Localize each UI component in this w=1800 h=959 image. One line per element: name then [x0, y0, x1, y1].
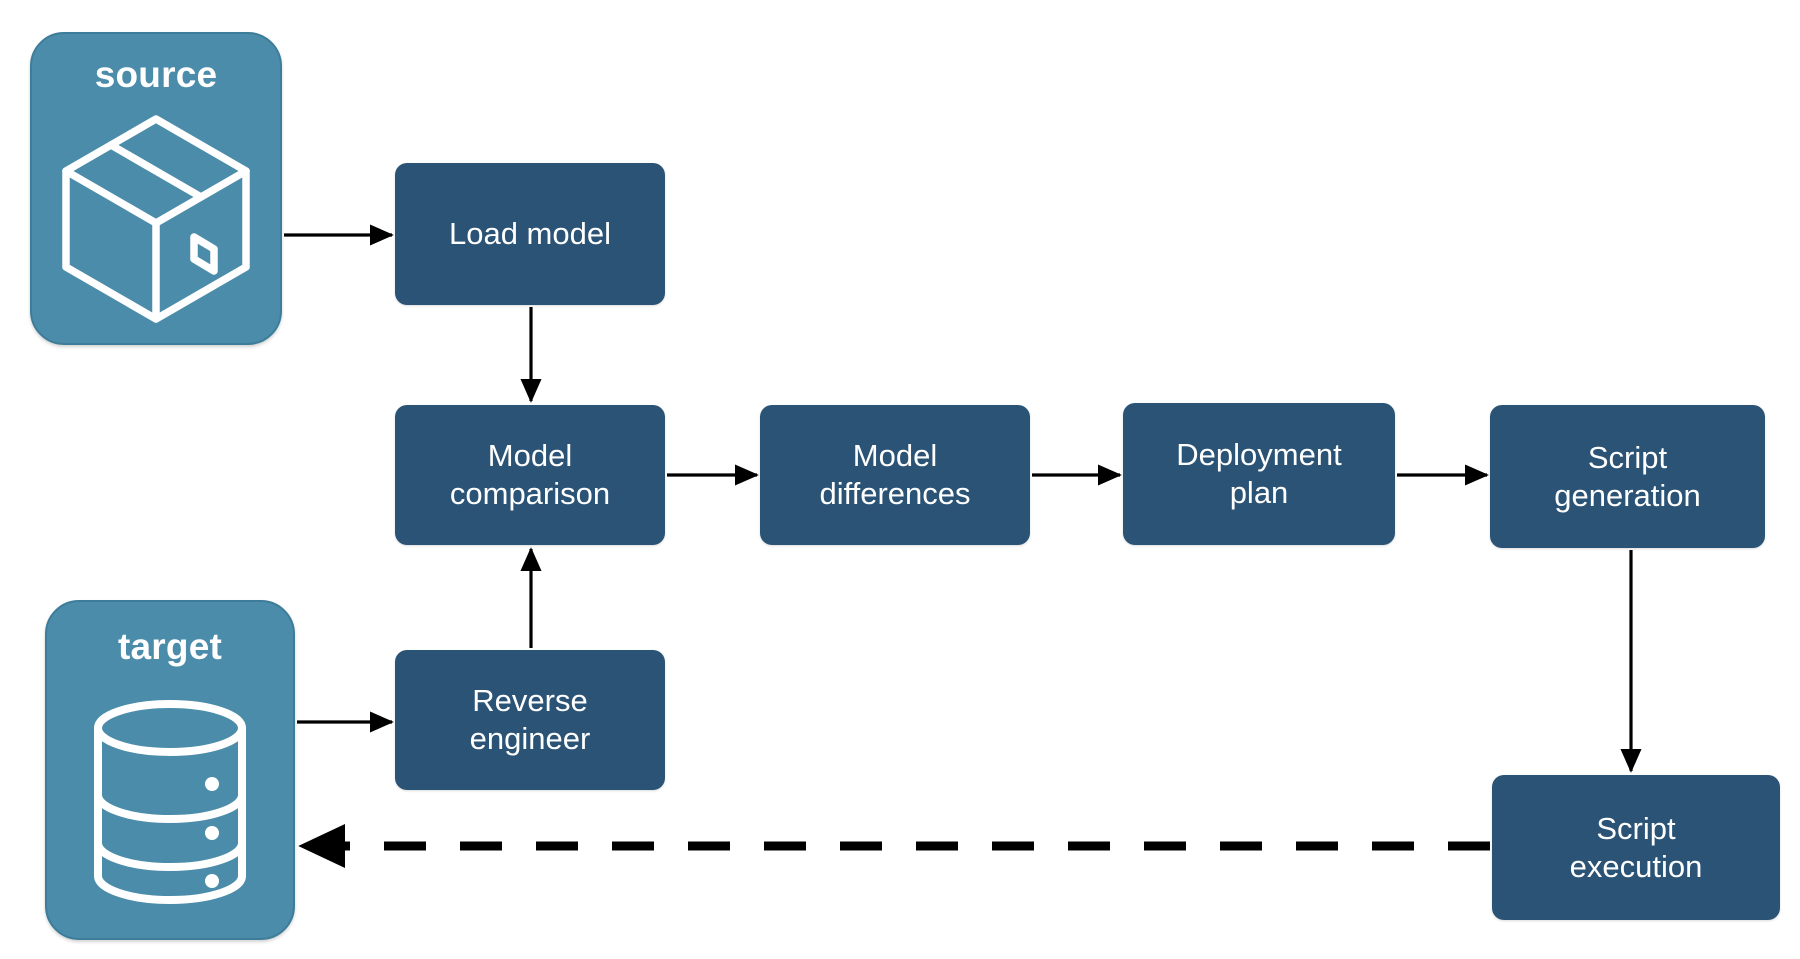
package-box-icon [32, 93, 280, 343]
node-deployment-plan[interactable]: Deployment plan [1123, 403, 1395, 545]
node-reverse-engineer-label: Reverse engineer [469, 683, 591, 756]
node-script-generation[interactable]: Script generation [1490, 405, 1765, 548]
node-load-model[interactable]: Load model [395, 163, 665, 305]
node-model-differences-label: Model differences [819, 438, 971, 511]
endpoint-target[interactable]: target [45, 600, 295, 940]
node-script-execution-label: Script execution [1569, 810, 1703, 884]
endpoint-target-label: target [118, 626, 222, 667]
endpoint-source[interactable]: source [30, 32, 282, 345]
node-load-model-label: Load model [448, 216, 611, 252]
node-model-comparison-label: Model comparison [449, 438, 611, 511]
node-script-execution[interactable]: Script execution [1492, 775, 1780, 920]
node-model-comparison[interactable]: Model comparison [395, 405, 665, 545]
node-reverse-engineer[interactable]: Reverse engineer [395, 650, 665, 790]
node-model-differences[interactable]: Model differences [760, 405, 1030, 545]
node-script-generation-label: Script generation [1554, 439, 1701, 513]
database-cylinder-icon [47, 665, 293, 938]
node-deployment-plan-label: Deployment plan [1176, 437, 1342, 510]
endpoint-source-label: source [94, 54, 218, 95]
